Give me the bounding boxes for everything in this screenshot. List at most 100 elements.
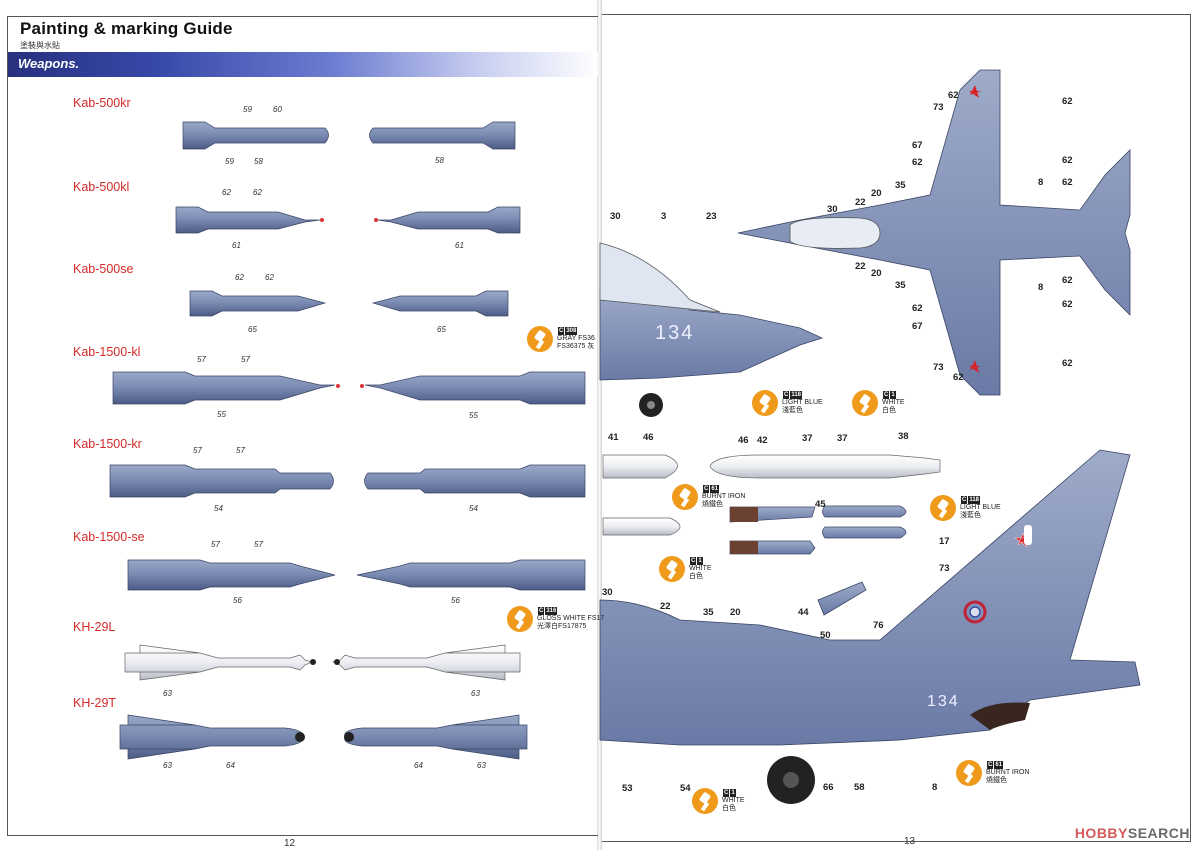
paintbrush-icon [852,390,878,416]
paintbrush-icon [672,484,698,510]
callout: 62 [1062,275,1073,286]
callout: 62 [253,188,262,197]
callout: 62 [1062,96,1073,107]
paintbrush-icon [956,760,982,786]
callout: 22 [660,601,671,612]
weapon-kab500kl-right [374,206,521,234]
aircraft-top-view [737,69,1131,396]
callout: 54 [680,783,691,794]
weapon-kh29t-right [344,714,528,760]
callout: 63 [163,689,172,698]
callout: 67 [912,140,923,151]
weapon-name: Kab-500se [73,262,134,276]
callout: 61 [232,241,241,250]
callout: 62 [948,90,959,101]
page-number-left: 12 [284,838,296,849]
callout: 20 [871,268,882,279]
callout: 46 [643,432,654,443]
watermark-search: SEARCH [1127,825,1190,841]
callout: 58 [854,782,865,793]
callout: 62 [912,303,923,314]
weapon-kab500kr-right [369,121,516,150]
callout: 42 [757,435,768,446]
aircraft-number-tail: 134 [927,693,960,710]
callout: 56 [233,596,242,605]
callout: 46 [738,435,749,446]
page-subtitle: 塗裝與水貼 [20,41,60,50]
aircraft-side-view [599,449,1141,804]
callout: 50 [820,630,831,641]
page-frame-right [602,14,1191,842]
callout: 67 [912,321,923,332]
callout: 55 [217,410,226,419]
callout: 64 [414,761,423,770]
weapon-kab1500se-left [127,559,336,591]
callout: 35 [703,607,714,618]
weapon-kab1500kl-right [360,371,586,405]
weapon-kab1500se-right [356,559,586,591]
callout: 57 [193,446,202,455]
callout: 65 [248,325,257,334]
callout: 58 [435,156,444,165]
callout: 65 [437,325,446,334]
weapon-kab500se-right [371,290,509,317]
section-band [8,52,598,77]
callout: 59 [243,105,252,114]
callout: 66 [823,782,834,793]
callout: 76 [873,620,884,631]
callout: 44 [798,607,809,618]
callout: 30 [610,211,621,222]
weapon-kab500kr-left [182,121,329,150]
page-title: Painting & marking Guide [20,19,233,38]
callout: 17 [939,536,950,547]
callout: 62 [953,372,964,383]
weapon-name: Kab-1500-kl [73,345,141,359]
callout: 53 [622,783,633,794]
aircraft-number-nose: 134 [655,322,695,344]
weapon-name: Kab-500kl [73,180,130,194]
callout: 57 [254,540,263,549]
callout: 57 [236,446,245,455]
callout: 63 [163,761,172,770]
callout: 62 [1062,299,1073,310]
callout: 35 [895,280,906,291]
callout: 62 [1062,177,1073,188]
callout: 37 [837,433,848,444]
callout: 73 [933,362,944,373]
book-spine [597,0,602,850]
callout: 8 [932,782,938,793]
callout: 54 [469,504,478,513]
weapon-kh29t-left [119,714,305,760]
callout: 59 [225,157,234,166]
callout: 30 [827,204,838,215]
callout: 60 [273,105,282,114]
callout: 62 [265,273,274,282]
page-number-right: 13 [904,836,916,847]
callout: 57 [197,355,206,364]
callout: 57 [211,540,220,549]
callout: 38 [898,431,909,442]
weapon-kab1500kr-right [364,464,586,498]
callout: 58 [254,157,263,166]
callout: 56 [451,596,460,605]
weapon-name: Kab-1500-se [73,530,145,544]
aircraft-nose-side-view [599,242,824,417]
callout: 3 [661,211,667,222]
callout: 45 [815,499,826,510]
callout: 62 [222,188,231,197]
callout: 61 [455,241,464,250]
callout: 22 [855,197,866,208]
callout: 37 [802,433,813,444]
external-stores [602,454,941,555]
callout: 62 [235,273,244,282]
weapon-kh29l-right [331,644,521,681]
callout: 62 [912,157,923,168]
callout: 41 [608,432,619,443]
